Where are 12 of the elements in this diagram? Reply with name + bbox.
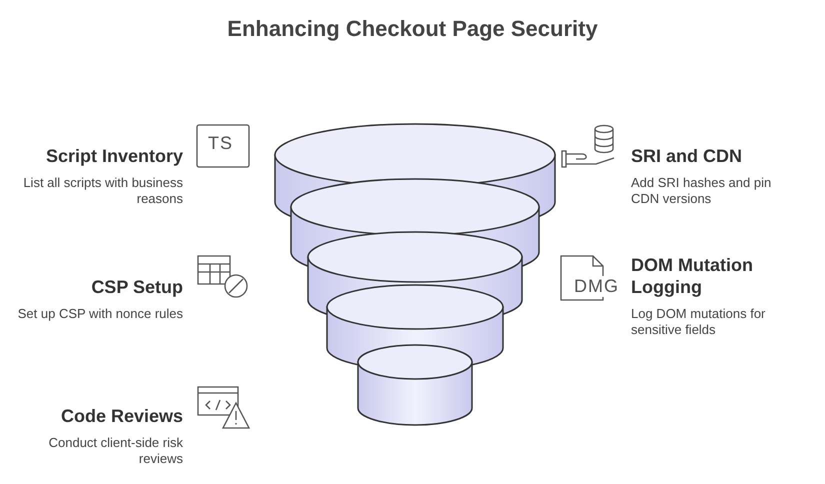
step-description: Add SRI hashes and pin CDN versions: [631, 175, 772, 207]
step-heading: Script Inventory: [44, 145, 183, 167]
step-heading: Code Reviews: [60, 405, 183, 427]
step-heading: SRI and CDN: [631, 145, 744, 167]
step-heading: CSP Setup: [90, 276, 183, 298]
step-description: Set up CSP with nonce rules: [16, 306, 183, 322]
icon-label: DMG: [573, 276, 620, 297]
step-description: Log DOM mutations for sensitive fields: [631, 306, 766, 338]
step-heading: DOM Mutation Logging: [631, 254, 754, 298]
step-description: List all scripts with business reasons: [22, 175, 183, 207]
title: Enhancing Checkout Page Security: [226, 16, 599, 42]
step-description: Conduct client-side risk reviews: [48, 435, 183, 467]
